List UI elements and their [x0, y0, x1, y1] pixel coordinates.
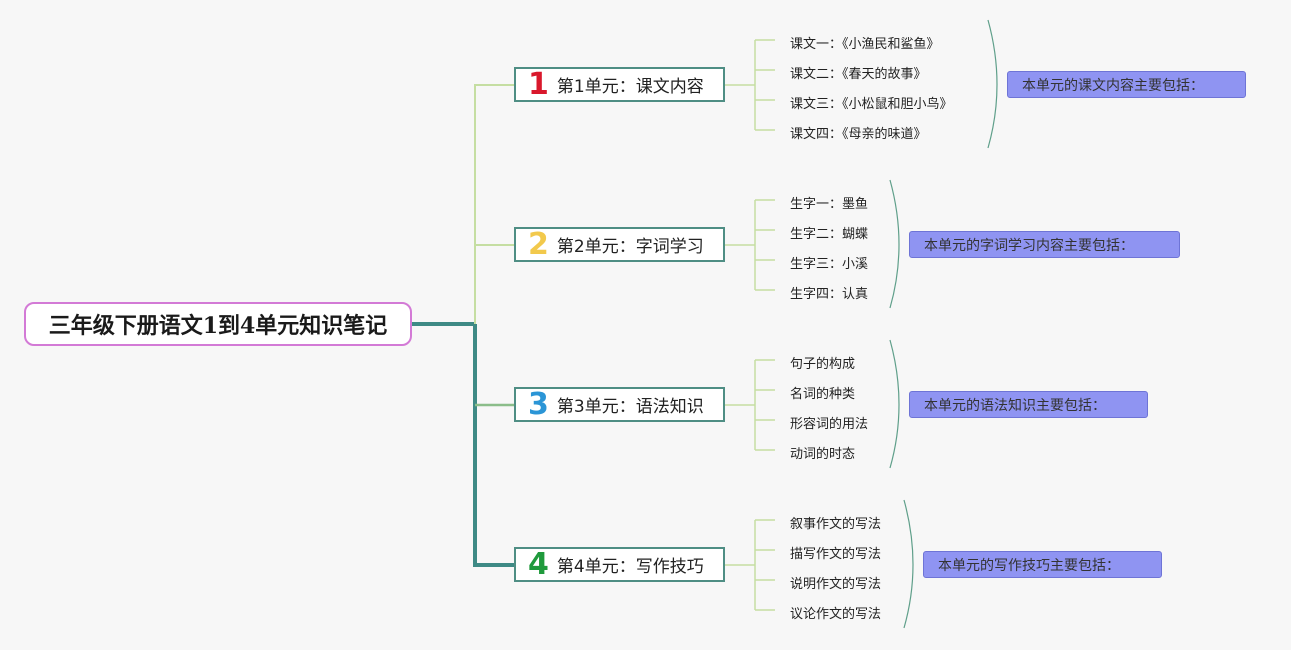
unit-3-summary-label: 本单元的语法知识主要包括： — [924, 397, 1106, 414]
unit-2-item-1[interactable]: 生字一：墨鱼 — [790, 197, 869, 212]
unit-4-summary[interactable]: 本单元的写作技巧主要包括： — [923, 551, 1162, 578]
unit-3-item-3[interactable]: 形容词的用法 — [790, 417, 869, 432]
unit-4-label: 第4单元：写作技巧 — [556, 557, 704, 577]
unit-2-item-4[interactable]: 生字四：认真 — [790, 287, 869, 302]
unit-1-item-3[interactable]: 课文三：《小松鼠和胆小鸟》 — [790, 97, 953, 112]
unit-1-label: 第1单元：课文内容 — [556, 77, 704, 97]
unit-1-item-4[interactable]: 课文四：《母亲的味道》 — [790, 127, 927, 142]
unit-3-summary[interactable]: 本单元的语法知识主要包括： — [909, 391, 1148, 418]
unit-3-item-4[interactable]: 动词的时态 — [790, 447, 856, 462]
unit-3-item-2[interactable]: 名词的种类 — [790, 387, 856, 402]
unit-number-4: 4 — [528, 546, 549, 582]
unit-4-summary-brace — [903, 499, 914, 629]
root-topic-label: 三年级下册语文1到4单元知识笔记 — [48, 313, 388, 339]
unit-1-summary-brace — [987, 19, 998, 149]
unit-4-topic[interactable]: 4 第4单元：写作技巧 — [514, 547, 725, 582]
unit-number-3: 3 — [528, 386, 549, 422]
unit-1-item-2[interactable]: 课文二：《春天的故事》 — [790, 67, 927, 82]
unit-4-summary-label: 本单元的写作技巧主要包括： — [938, 557, 1120, 574]
unit-2-item-2[interactable]: 生字二：蝴蝶 — [790, 227, 869, 242]
unit-2-summary[interactable]: 本单元的字词学习内容主要包括： — [909, 231, 1180, 258]
unit-number-1: 1 — [528, 66, 549, 102]
unit-4-item-1[interactable]: 叙事作文的写法 — [790, 517, 882, 532]
unit-3-summary-brace — [889, 339, 900, 469]
unit-4-item-4[interactable]: 议论作文的写法 — [790, 607, 882, 622]
unit-1-summary[interactable]: 本单元的课文内容主要包括： — [1007, 71, 1246, 98]
unit-number-2: 2 — [528, 226, 549, 262]
branch-line-upper — [474, 84, 514, 324]
unit-2-item-3[interactable]: 生字三：小溪 — [790, 257, 869, 272]
trunk-line-lower — [473, 324, 514, 567]
root-topic[interactable]: 三年级下册语文1到4单元知识笔记 — [24, 302, 412, 346]
unit-2-label: 第2单元：字词学习 — [556, 237, 704, 257]
unit-1-item-1[interactable]: 课文一：《小渔民和鲨鱼》 — [790, 37, 940, 52]
unit-2-summary-brace — [889, 179, 900, 309]
unit-3-label: 第3单元：语法知识 — [556, 397, 704, 417]
unit-2-topic[interactable]: 2 第2单元：字词学习 — [514, 227, 725, 262]
unit-4-item-2[interactable]: 描写作文的写法 — [790, 547, 882, 562]
unit-4-item-3[interactable]: 说明作文的写法 — [790, 577, 882, 592]
unit-3-topic[interactable]: 3 第3单元：语法知识 — [514, 387, 725, 422]
unit-2-summary-label: 本单元的字词学习内容主要包括： — [924, 237, 1134, 254]
unit-1-summary-label: 本单元的课文内容主要包括： — [1022, 77, 1204, 94]
unit-3-item-1[interactable]: 句子的构成 — [790, 357, 856, 372]
unit-1-topic[interactable]: 1 第1单元：课文内容 — [514, 67, 725, 102]
